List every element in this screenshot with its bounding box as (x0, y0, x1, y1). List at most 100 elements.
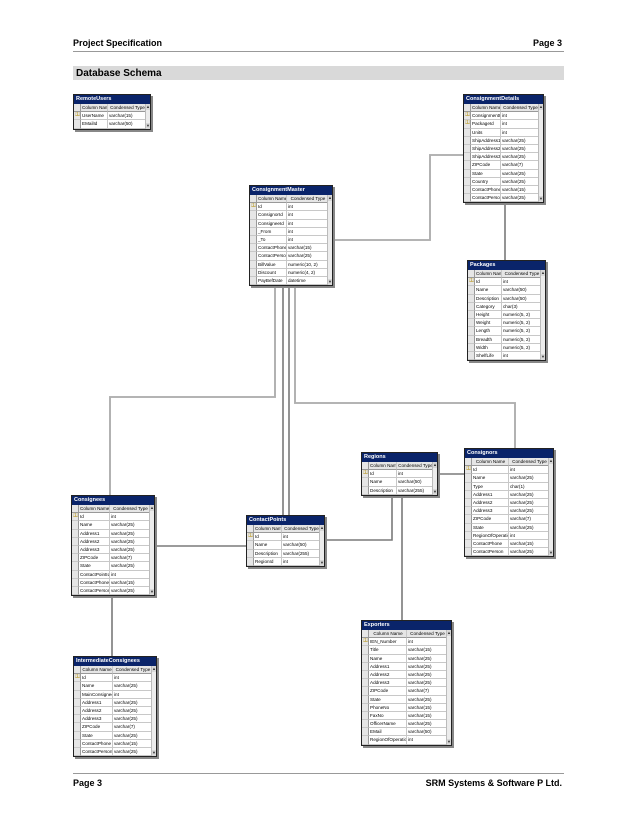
row-selector[interactable] (250, 252, 257, 261)
table-title[interactable]: Consignors (465, 449, 553, 458)
table-title[interactable]: Exporters (362, 621, 451, 630)
row-selector[interactable] (465, 548, 472, 557)
row-selector[interactable] (250, 276, 257, 286)
row-selector[interactable] (468, 351, 475, 361)
scroll-down-icon[interactable]: ▼ (150, 589, 154, 596)
key-icon[interactable]: ⚿ (362, 638, 369, 647)
row-selector[interactable] (362, 687, 369, 696)
row-selector[interactable] (362, 703, 369, 712)
row-selector[interactable] (468, 327, 475, 336)
key-icon[interactable]: ⚿ (362, 470, 369, 479)
key-icon[interactable]: ⚿ (464, 120, 471, 129)
table-title[interactable]: Packages (468, 261, 545, 270)
key-icon[interactable]: ⚿ (74, 112, 81, 121)
table-title[interactable]: ConsignmentMaster (250, 186, 332, 195)
row-selector[interactable] (362, 670, 369, 680)
scroll-down-icon[interactable]: ▼ (549, 550, 553, 557)
row-selector[interactable] (72, 521, 79, 530)
row-selector[interactable] (464, 153, 471, 162)
row-selector[interactable] (468, 335, 475, 344)
row-selector[interactable] (464, 185, 471, 195)
row-selector[interactable] (362, 728, 369, 737)
scrollbar[interactable]: ▲▼ (540, 270, 545, 361)
scroll-down-icon[interactable]: ▼ (539, 196, 543, 203)
row-selector[interactable] (72, 545, 79, 555)
row-selector[interactable] (468, 294, 475, 303)
row-selector[interactable] (465, 474, 472, 483)
row-selector[interactable] (362, 695, 369, 704)
row-selector[interactable] (250, 235, 257, 245)
table-title[interactable]: ContactPoints (247, 516, 324, 525)
row-selector[interactable] (464, 177, 471, 186)
row-selector[interactable] (72, 529, 79, 538)
row-selector[interactable] (72, 570, 79, 579)
row-selector[interactable] (250, 244, 257, 253)
scrollbar[interactable]: ▲▼ (319, 525, 324, 566)
row-selector[interactable] (74, 739, 81, 748)
row-selector[interactable] (464, 144, 471, 154)
row-selector[interactable] (72, 578, 79, 587)
row-selector[interactable] (468, 343, 475, 352)
row-selector[interactable] (74, 682, 81, 691)
row-selector[interactable] (247, 549, 254, 558)
row-selector[interactable] (362, 486, 369, 495)
row-selector[interactable] (465, 490, 472, 499)
row-selector[interactable] (464, 169, 471, 178)
row-selector[interactable] (465, 482, 472, 491)
scroll-down-icon[interactable]: ▼ (433, 488, 437, 495)
row-selector[interactable] (362, 736, 369, 745)
table-title[interactable]: Regions (362, 453, 437, 462)
row-selector[interactable] (72, 554, 79, 563)
scroll-down-icon[interactable]: ▼ (146, 122, 150, 129)
row-selector[interactable] (250, 219, 257, 228)
scroll-up-icon[interactable]: ▲ (541, 270, 545, 276)
row-selector[interactable] (362, 646, 369, 655)
scroll-down-icon[interactable]: ▼ (328, 279, 332, 286)
scrollbar[interactable]: ▲▼ (548, 458, 553, 557)
scroll-up-icon[interactable]: ▲ (150, 505, 154, 511)
scrollbar[interactable]: ▲▼ (149, 505, 154, 596)
key-icon[interactable]: ⚿ (250, 203, 257, 212)
scroll-up-icon[interactable]: ▲ (146, 104, 150, 110)
scrollbar[interactable]: ▲▼ (432, 462, 437, 495)
row-selector[interactable] (464, 136, 471, 145)
row-selector[interactable] (465, 531, 472, 540)
scroll-down-icon[interactable]: ▼ (152, 750, 156, 757)
row-selector[interactable] (72, 537, 79, 546)
scroll-up-icon[interactable]: ▲ (328, 195, 332, 201)
scrollbar[interactable]: ▲▼ (327, 195, 332, 286)
table-title[interactable]: ConsignmentDetails (464, 95, 543, 104)
row-selector[interactable] (464, 161, 471, 170)
row-selector[interactable] (464, 128, 471, 137)
scrollbar[interactable]: ▲▼ (446, 630, 451, 745)
row-selector[interactable] (465, 515, 472, 524)
row-selector[interactable] (468, 310, 475, 320)
row-selector[interactable] (362, 478, 369, 487)
row-selector[interactable] (74, 698, 81, 707)
row-selector[interactable] (74, 120, 81, 129)
row-selector[interactable] (464, 194, 471, 203)
table-title[interactable]: RemoteUsers (74, 95, 150, 104)
key-icon[interactable]: ⚿ (72, 513, 79, 522)
scroll-up-icon[interactable]: ▲ (447, 630, 451, 636)
scroll-up-icon[interactable]: ▲ (549, 458, 553, 464)
row-selector[interactable] (362, 711, 369, 721)
row-selector[interactable] (74, 723, 81, 732)
row-selector[interactable] (468, 302, 475, 311)
scrollbar[interactable]: ▲▼ (538, 104, 543, 203)
row-selector[interactable] (72, 586, 79, 596)
scroll-up-icon[interactable]: ▲ (152, 666, 156, 672)
row-selector[interactable] (250, 227, 257, 236)
key-icon[interactable]: ⚿ (468, 278, 475, 287)
row-selector[interactable] (465, 539, 472, 549)
row-selector[interactable] (74, 747, 81, 757)
key-icon[interactable]: ⚿ (247, 533, 254, 542)
scroll-down-icon[interactable]: ▼ (320, 559, 324, 566)
row-selector[interactable] (362, 654, 369, 663)
